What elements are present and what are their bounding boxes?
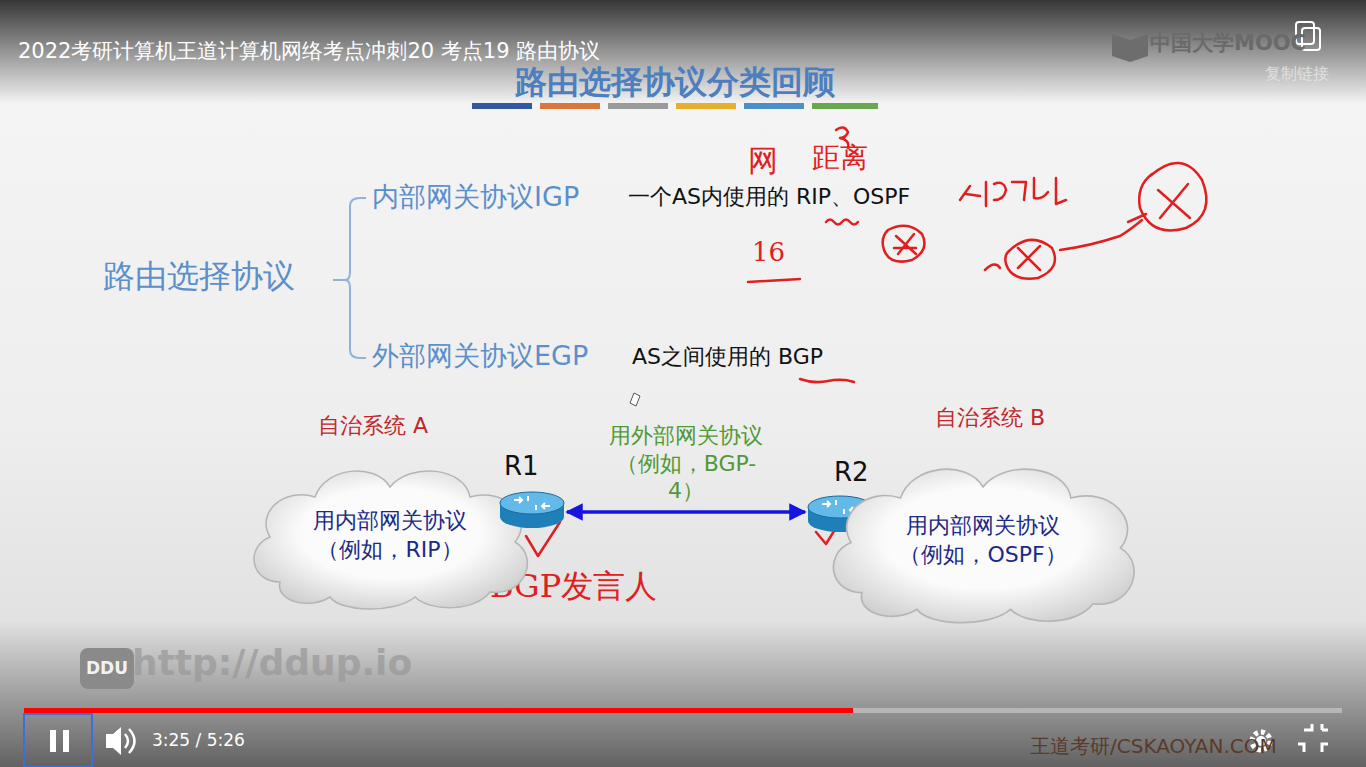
router-arrows xyxy=(514,496,550,510)
router-node: R1 xyxy=(498,488,566,532)
tree-branch: 外部网关协议EGP xyxy=(372,339,588,373)
router-top xyxy=(500,492,564,514)
node-body: 用内部网关协议 （例如，RIP） xyxy=(302,507,478,564)
node-heading: 自治系统 B xyxy=(935,404,1045,432)
branch-note: 一个AS内使用的 RIP、OSPF xyxy=(628,183,910,211)
copy-link: 复制链接 xyxy=(1265,64,1329,84)
watermark: 王道考研/CSKAOYAN.COM xyxy=(1030,734,1277,759)
watermark: 中国大学MOOC xyxy=(1150,30,1306,56)
connector-arrow xyxy=(567,510,805,514)
node-heading: R2 xyxy=(834,456,869,489)
node-body: 用内部网关协议 （例如，OSPF） xyxy=(895,512,1071,569)
cloud-shape xyxy=(833,469,1134,623)
connector-label: 用外部网关协议 （例如，BGP-4） xyxy=(598,422,774,505)
watermark-badge: DDU xyxy=(80,648,134,689)
hand-note: 16 xyxy=(752,236,785,269)
router-icon xyxy=(498,488,566,532)
node-heading: 自治系统 A xyxy=(318,412,428,440)
hand-note: 距离 xyxy=(812,140,868,175)
video-title: 2022考研计算机王道计算机网络考点冲刺20 考点19 路由协议 xyxy=(18,38,600,64)
slide-title: 路由选择协议分类回顾 xyxy=(515,62,835,102)
tree-branch: 内部网关协议IGP xyxy=(372,180,579,214)
node-heading: R1 xyxy=(504,450,539,483)
time-display: 3:25 / 5:26 xyxy=(152,730,245,751)
cloud-shape xyxy=(254,471,527,609)
autonomous-system-cloud: 自治系统 A用内部网关协议 （例如，RIP） xyxy=(240,452,540,612)
autonomous-system-cloud: 自治系统 B用内部网关协议 （例如，OSPF） xyxy=(818,448,1148,626)
branch-note: AS之间使用的 BGP xyxy=(632,343,823,371)
watermark: http://ddup.io xyxy=(132,640,412,685)
tree-root: 路由选择协议 xyxy=(103,256,295,296)
hand-note: 网 xyxy=(748,142,778,180)
